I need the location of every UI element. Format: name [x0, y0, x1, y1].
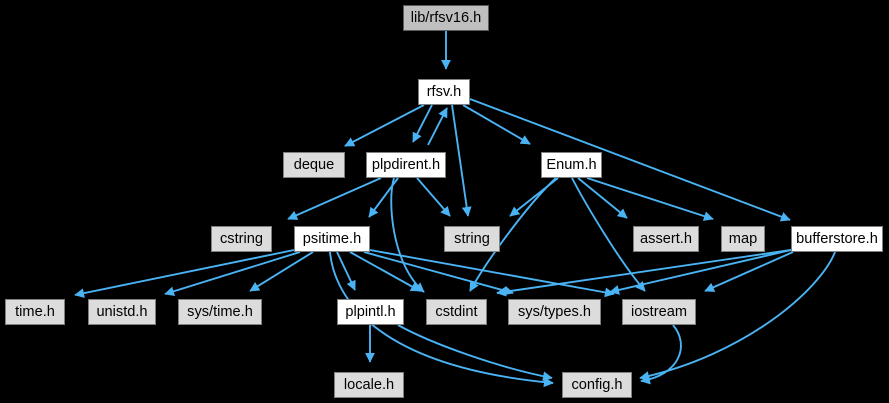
edge-psitime-to-systime — [249, 251, 314, 292]
node-assert[interactable]: assert.h — [633, 226, 699, 252]
node-config[interactable]: config.h — [562, 372, 632, 398]
edge-iostream-to-config — [640, 324, 682, 385]
node-deque[interactable]: deque — [283, 152, 345, 178]
edge-plpdirent-to-cstdint — [390, 177, 425, 293]
edge-rfsv-to-deque — [344, 104, 425, 147]
node-cstring[interactable]: cstring — [211, 226, 272, 252]
edge-psitime-to-iostream — [369, 249, 615, 298]
edge-enum-to-cstdint — [469, 177, 557, 292]
edge-plpdirent-to-rfsv — [427, 107, 448, 146]
node-systime[interactable]: sys/time.h — [178, 299, 262, 325]
edge-plpdirent-to-string — [416, 177, 451, 217]
node-string[interactable]: string — [444, 226, 500, 252]
node-cstdint[interactable]: cstdint — [426, 299, 487, 325]
edge-rfsv-to-enum — [462, 104, 531, 145]
node-plpintl[interactable]: plpintl.h — [337, 299, 404, 325]
edge-enum-to-map — [586, 177, 714, 221]
edge-bufferstore-to-systypes — [609, 249, 792, 295]
node-systypes[interactable]: sys/types.h — [508, 299, 601, 325]
edge-psitime-to-time — [74, 249, 295, 299]
edge-enum-to-assert — [577, 177, 628, 219]
node-plpdirent[interactable]: plpdirent.h — [366, 152, 446, 178]
edge-psitime-to-plpintl — [336, 251, 356, 291]
node-psitime[interactable]: psitime.h — [294, 226, 370, 252]
node-rfsv16[interactable]: lib/rfsv16.h — [403, 5, 489, 31]
edge-plpdirent-to-cstring — [287, 177, 382, 220]
node-unistd[interactable]: unistd.h — [88, 299, 156, 325]
node-bufferstore[interactable]: bufferstore.h — [791, 226, 883, 252]
edge-psitime-to-unistd — [164, 251, 301, 297]
node-iostream[interactable]: iostream — [622, 299, 696, 325]
edge-plpdirent-to-psitime — [368, 177, 399, 218]
edge-rfsv-to-string — [451, 104, 472, 217]
node-enum[interactable]: Enum.h — [541, 152, 602, 178]
edge-bufferstore-to-cstdint — [496, 249, 792, 297]
edge-enum-to-iostream — [571, 177, 646, 292]
edge-plpintl-to-config — [397, 324, 553, 382]
node-time[interactable]: time.h — [5, 299, 65, 325]
edge-rfsv-to-plpdirent — [412, 104, 433, 143]
node-rfsv[interactable]: rfsv.h — [418, 79, 470, 105]
edge-bufferstore-to-iostream — [704, 251, 794, 292]
node-locale[interactable]: locale.h — [334, 372, 404, 398]
edge-psitime-to-systypes — [363, 251, 514, 296]
node-map[interactable]: map — [721, 226, 765, 252]
edge-psitime-to-cstdint — [349, 251, 421, 292]
edge-bufferstore-to-config — [639, 251, 836, 381]
edge-rfsv-to-bufferstore — [469, 98, 791, 222]
